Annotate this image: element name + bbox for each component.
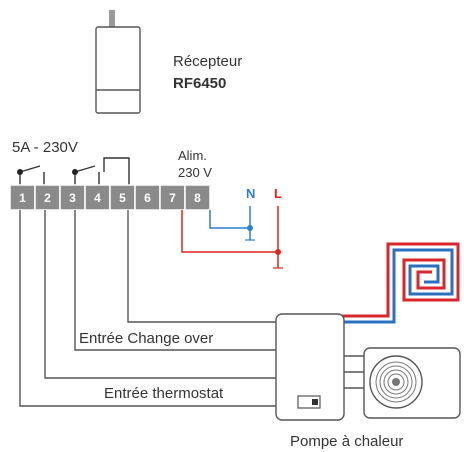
live-wire <box>181 210 278 253</box>
neutral-label: N <box>246 186 255 201</box>
receiver-body <box>95 26 141 114</box>
terminal-6-label: 6 <box>144 191 151 205</box>
terminal-2 <box>34 184 61 211</box>
heat-pump-controller <box>275 313 345 421</box>
terminal-1-label: 1 <box>19 191 26 205</box>
terminal-4-label: 4 <box>94 191 101 205</box>
supply-label-line1: Alim. <box>178 148 207 163</box>
terminal-2-label: 2 <box>44 191 51 205</box>
neutral-junction <box>247 225 253 231</box>
change-over-input-label: Entrée Change over <box>79 330 213 347</box>
supply-label-line2: 230 V <box>178 165 212 180</box>
live-label: L <box>274 186 282 201</box>
terminal-8 <box>184 184 211 211</box>
heat-pump-label: Pompe à chaleur <box>290 433 403 450</box>
receiver-device <box>95 10 141 114</box>
neutral-wire <box>209 210 250 229</box>
terminal-7-label: 7 <box>169 191 176 205</box>
terminal-5-label: 5 <box>119 191 126 205</box>
relay-rating-label: 5A - 230V <box>12 139 78 156</box>
thermostat-input-label: Entrée thermostat <box>104 385 224 402</box>
live-junction <box>275 249 281 255</box>
terminal-8-label: 8 <box>194 191 201 205</box>
terminal-7 <box>159 184 186 211</box>
receiver-label: Récepteur <box>173 53 242 70</box>
terminal-6 <box>134 184 161 211</box>
terminal-block: 1 2 3 4 5 6 7 8 <box>9 184 211 211</box>
receiver-model: RF6450 <box>173 75 226 92</box>
receiver-antenna <box>109 10 115 28</box>
floor-heating-pipes <box>338 242 460 324</box>
terminal-1 <box>9 184 36 211</box>
terminal-3-label: 3 <box>69 191 76 205</box>
control-wires <box>19 210 276 407</box>
